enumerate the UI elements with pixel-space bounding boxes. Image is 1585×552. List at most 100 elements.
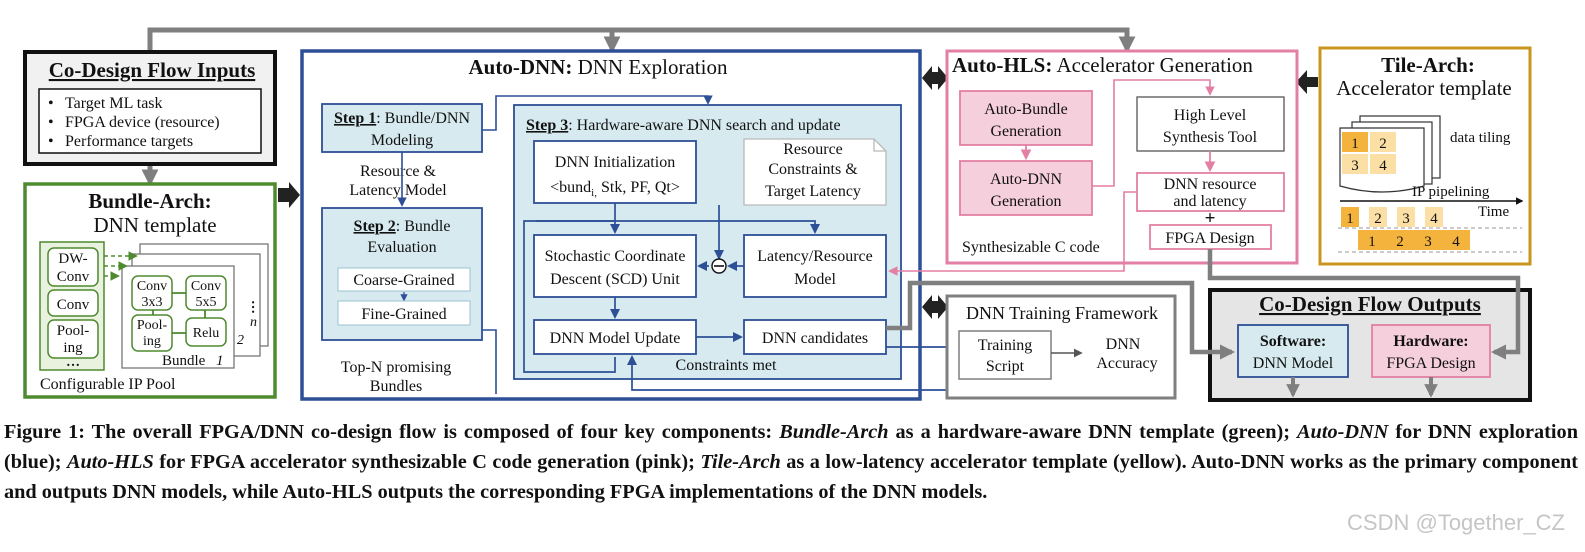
tile-arch-title-bold: Tile-Arch: xyxy=(1381,53,1475,77)
bundle-stack-dots: … xyxy=(248,300,263,314)
pipe-row1-label: 4 xyxy=(1430,211,1438,227)
pipe-row1-cell xyxy=(1425,207,1443,227)
bundle-conv3x3-2: 3x3 xyxy=(142,295,163,310)
pipe-row2-label: 1 xyxy=(1368,234,1376,250)
step1-line2: Modeling xyxy=(371,132,433,149)
ip-pool-dots: … xyxy=(66,355,80,370)
outputs-panel: Co-Design Flow Outputs Software: DNN Mod… xyxy=(1208,288,1532,402)
dnn-initialization-1: DNN Initialization xyxy=(555,154,675,171)
dnn-initialization-2: <bundi, Stk, PF, Qt> xyxy=(550,179,680,199)
auto-bundle-gen-1: Auto-Bundle xyxy=(984,101,1068,118)
tile-label-1: 1 xyxy=(1351,136,1359,152)
bundle-label: Bundle xyxy=(162,353,206,369)
bundle-stack-label-2: 2 xyxy=(237,333,244,348)
tile-2 xyxy=(1370,132,1396,152)
bundle-pooling-1: Pool- xyxy=(137,318,168,333)
hls-tool-2: Synthesis Tool xyxy=(1163,129,1258,146)
ip-pool-dwconv-1: DW- xyxy=(58,251,87,267)
top-n-2: Bundles xyxy=(370,378,422,395)
pipe-row1-label: 2 xyxy=(1374,211,1382,227)
outputs-title: Co-Design Flow Outputs xyxy=(1259,292,1481,316)
pipe-row1-cell xyxy=(1341,207,1359,227)
dnn-accuracy-2: Accuracy xyxy=(1096,355,1157,372)
coarse-grained: Coarse-Grained xyxy=(353,272,454,289)
auto-dnn-gen-2: Generation xyxy=(990,193,1061,210)
ip-pool-label: Configurable IP Pool xyxy=(40,376,176,393)
ip-pool-conv: Conv xyxy=(57,297,90,313)
step3-label: Step 3: Hardware-aware DNN search and up… xyxy=(526,117,841,134)
resource-constraints-3: Target Latency xyxy=(765,183,861,200)
ip-pool-pooling-2: ing xyxy=(63,340,83,356)
ip-pipelining-label: IP pipelining xyxy=(1412,184,1490,200)
inputs-item-bullet: • xyxy=(48,133,54,150)
pipe-row1-cell xyxy=(1397,207,1415,227)
latency-resource-model-1: Latency/Resource xyxy=(757,248,873,265)
bundle-arch-title-rest: DNN template xyxy=(93,213,216,237)
tile-label-2: 2 xyxy=(1379,136,1387,152)
resource-constraints-2: Constraints & xyxy=(768,161,858,178)
inputs-panel: Co-Design Flow Inputs • • • Target ML ta… xyxy=(23,50,277,166)
pipe-row2-label: 2 xyxy=(1396,234,1404,250)
bundle-arch-title-bold: Bundle-Arch: xyxy=(88,189,211,213)
caption-text: for DNN exploration (blue); xyxy=(4,421,1578,473)
latency-resource-model-2: Model xyxy=(794,271,836,288)
inputs-item-bullet: • xyxy=(48,95,54,112)
step2-line2: Evaluation xyxy=(367,239,436,256)
watermark: CSDN @Together_CZ xyxy=(1347,510,1565,535)
constraints-met: Constraints met xyxy=(676,357,777,374)
pipe-row2-cell xyxy=(1414,230,1442,250)
auto-hls-title: Auto-HLS: Accelerator Generation xyxy=(952,53,1253,77)
dnn-model-update: DNN Model Update xyxy=(550,330,681,347)
tile-1 xyxy=(1342,132,1368,152)
time-label: Time xyxy=(1478,204,1509,220)
scd-unit-1: Stochastic Coordinate xyxy=(545,248,686,265)
resource-latency-model-2: Latency Model xyxy=(349,182,447,199)
software-output-2: DNN Model xyxy=(1253,355,1334,372)
hls-tool-1: High Level xyxy=(1174,107,1247,124)
tile-label-4: 4 xyxy=(1379,158,1387,174)
fpga-design-hls: FPGA Design xyxy=(1165,230,1254,247)
figure-caption: Figure 1: The overall FPGA/DNN co-design… xyxy=(4,417,1578,507)
inputs-item: FPGA device (resource) xyxy=(65,114,220,131)
codesign-flow-diagram: Co-Design Flow Inputs • • • Target ML ta… xyxy=(23,27,1532,402)
auto-bundle-gen-2: Generation xyxy=(990,123,1061,140)
pipe-row1-label: 3 xyxy=(1402,211,1410,227)
inputs-item: Performance targets xyxy=(65,133,193,150)
training-panel: DNN Training Framework Training Script D… xyxy=(945,294,1177,400)
pipe-row2-label: 4 xyxy=(1452,234,1460,250)
pipe-row2-cell xyxy=(1386,230,1414,250)
bundle-arch-panel: Bundle-Arch: DNN template DW- Conv Conv … xyxy=(23,182,277,399)
tile-3 xyxy=(1342,154,1368,174)
plus-sign: + xyxy=(1205,208,1216,229)
training-title: DNN Training Framework xyxy=(966,303,1158,323)
bundle-index: 1 xyxy=(216,353,224,369)
inputs-title: Co-Design Flow Inputs xyxy=(49,58,256,82)
pipe-row1-cell xyxy=(1369,207,1387,227)
tile-4 xyxy=(1370,154,1396,174)
hardware-output-2: FPGA Design xyxy=(1386,355,1475,372)
bundle-conv5x5-1: Conv xyxy=(191,279,221,294)
caption-italic: Bundle-Arch xyxy=(779,421,889,443)
inputs-item-bullet: • xyxy=(48,114,54,131)
caption-text: as a low-latency accelerator template (y… xyxy=(4,451,1578,503)
synthesizable-c-code: Synthesizable C code xyxy=(962,239,1100,256)
resource-latency-model-1: Resource & xyxy=(360,163,437,180)
dnn-candidates: DNN candidates xyxy=(762,330,868,347)
pipe-row2-label: 3 xyxy=(1424,234,1432,250)
auto-dnn-panel: Auto-DNN: DNN Exploration Step 1: Bundle… xyxy=(300,49,1105,401)
bundle-pooling-2: ing xyxy=(143,334,161,349)
tile-arch-panel: Tile-Arch: Accelerator template 1 2 3 4 … xyxy=(1318,46,1532,266)
data-tiling-label: data tiling xyxy=(1450,130,1511,146)
ip-pool-dwconv-2: Conv xyxy=(57,269,90,285)
fine-grained: Fine-Grained xyxy=(361,306,446,323)
training-script-1: Training xyxy=(978,337,1033,354)
ip-pool-pooling-1: Pool- xyxy=(57,323,90,339)
caption-italic: Auto-DNN xyxy=(1297,421,1389,443)
inputs-item: Target ML task xyxy=(65,95,163,112)
bundle-stack-label-n: n xyxy=(250,315,257,330)
bundle-conv3x3-1: Conv xyxy=(137,279,167,294)
output-routing-arrows xyxy=(886,249,1521,360)
caption-text: as a hardware-aware DNN template (green)… xyxy=(888,421,1298,443)
dnn-accuracy-1: DNN xyxy=(1106,336,1141,353)
top-n-1: Top-N promising xyxy=(341,359,451,376)
